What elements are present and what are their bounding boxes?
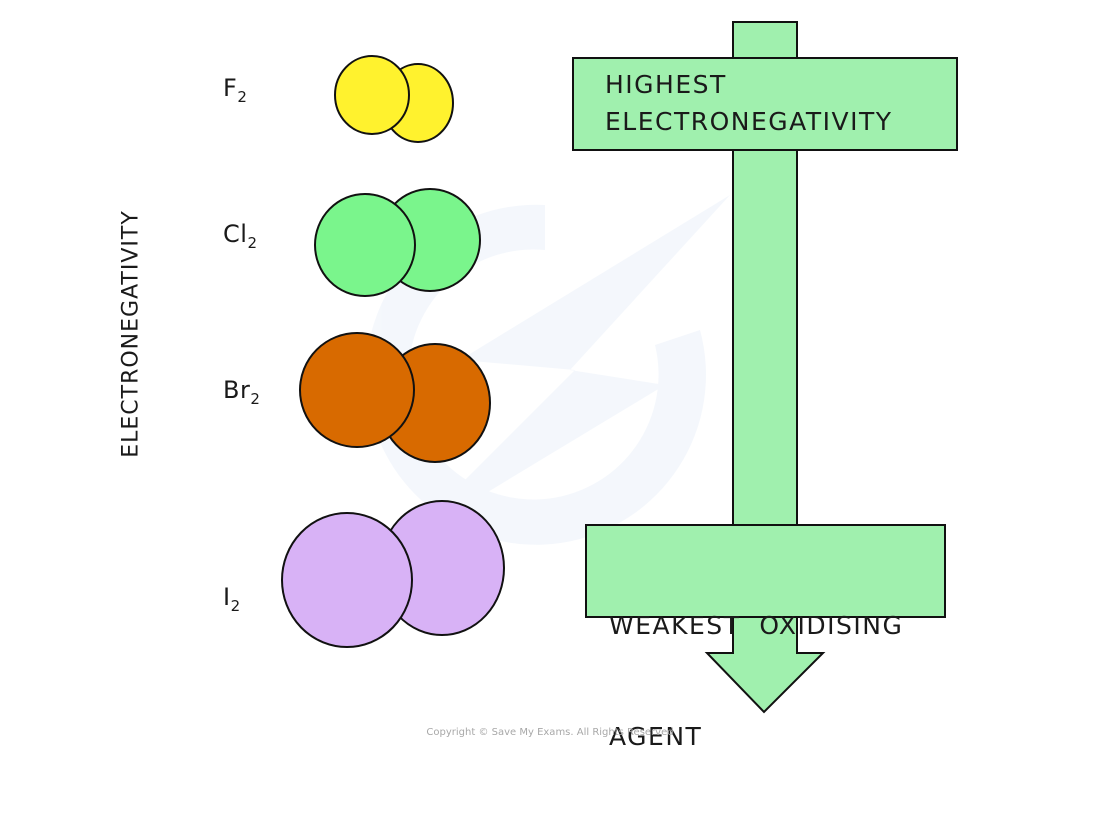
bottom-box-line-2: AGENT bbox=[609, 722, 703, 751]
molecule-br2 bbox=[299, 332, 491, 463]
molecule-f2 bbox=[334, 55, 454, 143]
copyright-notice: Copyright © Save My Exams. All Rights Re… bbox=[426, 727, 674, 738]
electronegativity-axis-label: ELECTRONEGATIVITY bbox=[118, 210, 144, 458]
f-atom-front bbox=[334, 55, 410, 135]
br2-label: Br2 bbox=[223, 376, 260, 408]
i2-label: I2 bbox=[223, 583, 241, 615]
i-atom-front bbox=[281, 512, 413, 648]
f2-symbol: F bbox=[223, 74, 238, 102]
cl-atom-front bbox=[314, 193, 416, 297]
cl2-label: Cl2 bbox=[223, 220, 257, 252]
diagram-canvas bbox=[281, 21, 958, 714]
bottom-box-line-1: WEAKEST OXIDISING bbox=[609, 611, 904, 640]
top-box-line-2: ELECTRONEGATIVITY bbox=[605, 107, 893, 136]
i2-subscript: 2 bbox=[230, 597, 241, 615]
diagram: ELECTRONEGATIVITY F2 Cl2 Br2 I2 HIGHEST … bbox=[118, 21, 958, 751]
f2-label: F2 bbox=[223, 74, 247, 106]
cl2-subscript: 2 bbox=[247, 234, 258, 252]
watermark-logo bbox=[365, 195, 730, 545]
f2-subscript: 2 bbox=[237, 88, 248, 106]
br2-subscript: 2 bbox=[250, 390, 261, 408]
top-box-text: HIGHEST ELECTRONEGATIVITY bbox=[605, 66, 893, 140]
top-box-line-1: HIGHEST bbox=[605, 70, 727, 99]
molecule-cl2 bbox=[314, 188, 481, 297]
br2-symbol: Br bbox=[223, 376, 251, 404]
bottom-label-box bbox=[585, 524, 946, 618]
cl2-symbol: Cl bbox=[223, 220, 248, 248]
top-label-box bbox=[572, 57, 958, 151]
br-atom-front bbox=[299, 332, 415, 448]
i2-symbol: I bbox=[223, 583, 231, 611]
bottom-box-text: WEAKEST OXIDISING AGENT bbox=[609, 533, 903, 829]
molecule-i2 bbox=[281, 500, 505, 648]
